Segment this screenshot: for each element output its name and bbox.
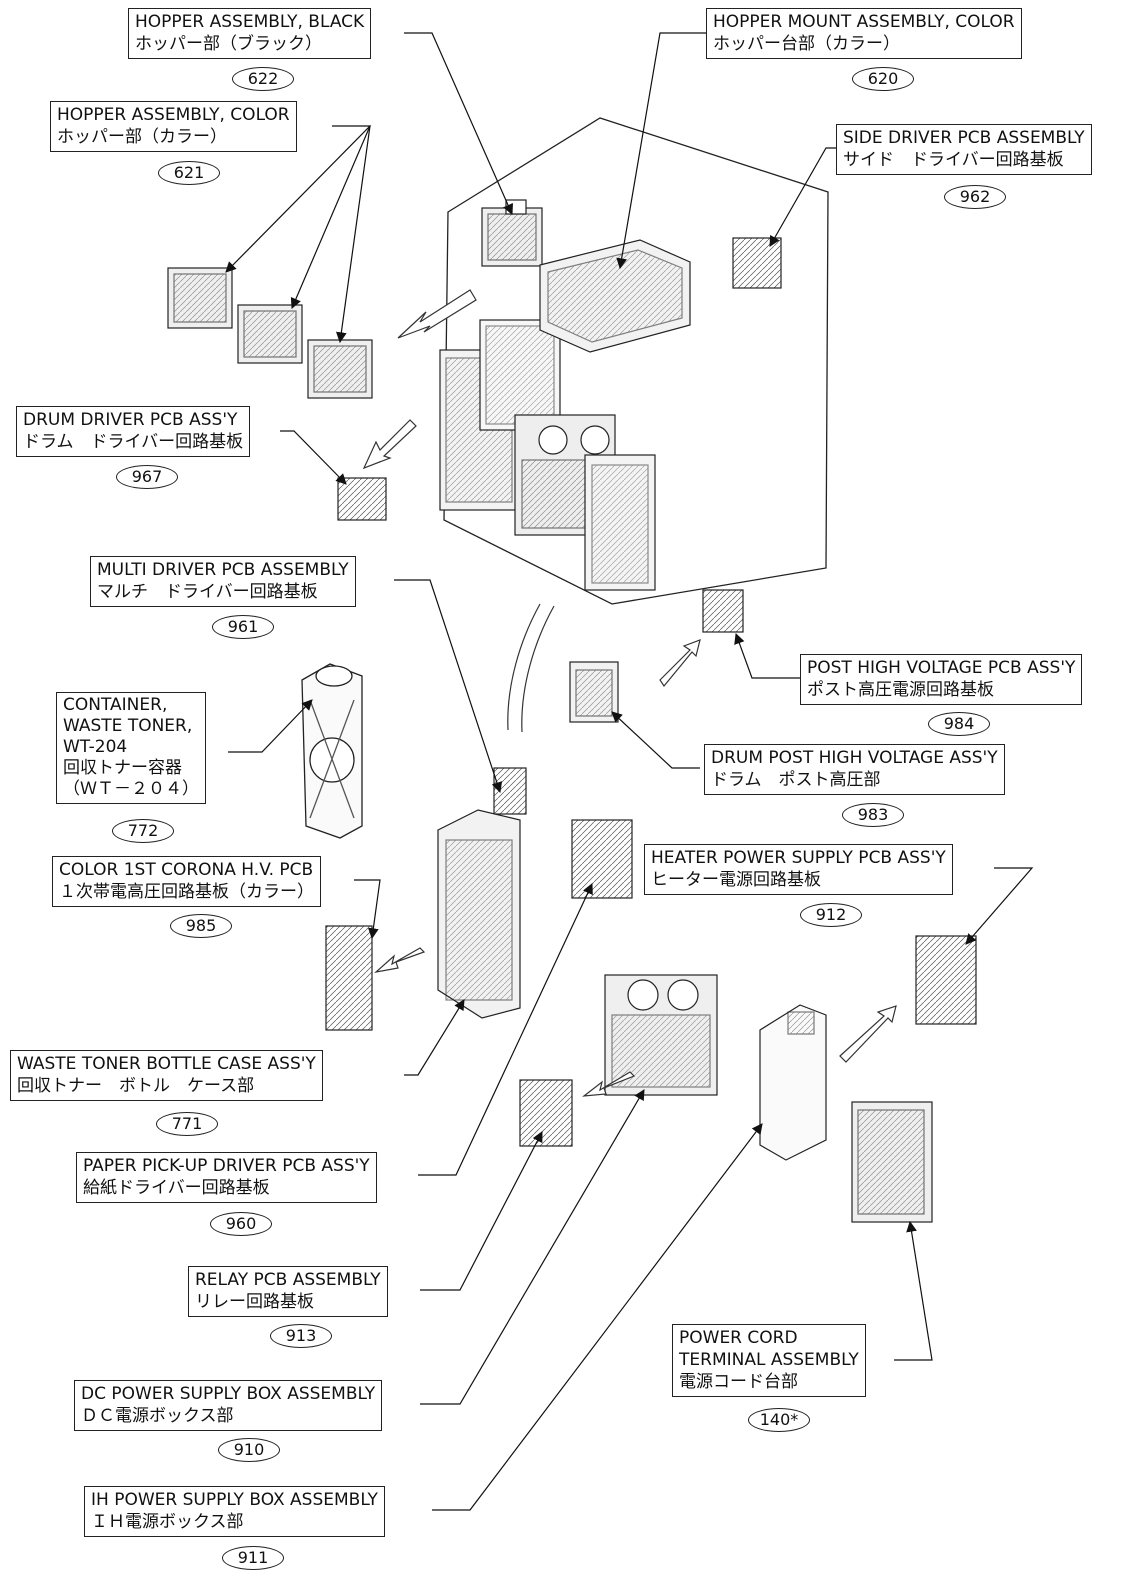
part-number-621: 621 xyxy=(158,161,220,185)
callout-waste-toner-bottle-case: WASTE TONER BOTTLE CASE ASS'Y 回収トナー ボトル … xyxy=(10,1050,323,1101)
part-number-910: 910 xyxy=(218,1438,280,1462)
callout-line: 電源コード台部 xyxy=(679,1372,798,1392)
drum-driver-pcb-part xyxy=(337,477,387,521)
part-number-622: 622 xyxy=(232,67,294,91)
callout-hopper-color: HOPPER ASSEMBLY, COLOR ホッパー部（カラー） xyxy=(50,101,297,152)
part-number-960: 960 xyxy=(210,1212,272,1236)
callout-line: HOPPER ASSEMBLY, BLACK xyxy=(135,12,365,32)
callout-line: DRUM DRIVER PCB ASS'Y xyxy=(23,410,238,430)
callout-line: HOPPER MOUNT ASSEMBLY, COLOR xyxy=(713,12,1015,32)
part-number-772: 772 xyxy=(112,819,174,843)
hopper-black-part xyxy=(481,199,543,267)
callout-line: POST HIGH VOLTAGE PCB ASS'Y xyxy=(807,658,1076,678)
callout-line: HOPPER ASSEMBLY, COLOR xyxy=(57,105,290,125)
callout-heater-power-supply-pcb: HEATER POWER SUPPLY PCB ASS'Y ヒーター電源回路基板 xyxy=(644,844,953,895)
callout-line: ホッパー部（カラー） xyxy=(57,127,227,147)
callout-drum-post-high-voltage: DRUM POST HIGH VOLTAGE ASS'Y ドラム ポスト高圧部 xyxy=(704,744,1005,795)
callout-line: 回収トナー ボトル ケース部 xyxy=(17,1076,255,1096)
callout-line: ドラム ポスト高圧部 xyxy=(711,770,881,790)
multi-driver-pcb-part xyxy=(493,767,527,815)
direction-arrows xyxy=(362,289,897,1097)
side-driver-pcb-part xyxy=(732,237,782,289)
callout-line: SIDE DRIVER PCB ASSEMBLY xyxy=(843,128,1085,148)
callout-relay-pcb: RELAY PCB ASSEMBLY リレー回路基板 xyxy=(188,1266,388,1317)
dc-power-box-part xyxy=(604,974,718,1096)
callout-line: ＤＣ電源ボックス部 xyxy=(81,1406,234,1426)
callout-hopper-black: HOPPER ASSEMBLY, BLACK ホッパー部（ブラック） xyxy=(128,8,372,59)
power-cord-terminal-part xyxy=(851,1101,933,1223)
callout-line: マルチ ドライバー回路基板 xyxy=(97,582,318,602)
callout-dc-power-supply-box: DC POWER SUPPLY BOX ASSEMBLY ＤＣ電源ボックス部 xyxy=(74,1380,383,1431)
curved-arrows xyxy=(507,603,555,733)
callout-ih-power-supply-box: IH POWER SUPPLY BOX ASSEMBLY ＩＨ電源ボックス部 xyxy=(84,1486,385,1537)
callout-line: リレー回路基板 xyxy=(195,1292,314,1312)
drum-post-hv-part xyxy=(569,661,619,723)
part-number-912: 912 xyxy=(800,903,862,927)
callout-line: PAPER PICK-UP DRIVER PCB ASS'Y xyxy=(83,1156,370,1176)
callout-line: 給紙ドライバー回路基板 xyxy=(83,1178,270,1198)
part-number-911: 911 xyxy=(222,1546,284,1570)
part-number-140: 140* xyxy=(748,1408,810,1432)
callout-waste-toner-container: CONTAINER, WASTE TONER, WT-204 回収トナー容器 （… xyxy=(56,692,206,804)
callout-side-driver-pcb: SIDE DRIVER PCB ASSEMBLY サイド ドライバー回路基板 xyxy=(836,124,1092,175)
callout-line: WASTE TONER, xyxy=(63,716,193,736)
ih-power-box-part xyxy=(759,1004,827,1161)
part-number-620: 620 xyxy=(852,67,914,91)
part-number-984: 984 xyxy=(928,712,990,736)
heater-pcb-part xyxy=(915,935,977,1025)
callout-line: ホッパー部（ブラック） xyxy=(135,34,322,54)
callout-color-1st-corona-pcb: COLOR 1ST CORONA H.V. PCB １次帯電高圧回路基板（カラー… xyxy=(52,856,321,907)
callout-line: WASTE TONER BOTTLE CASE ASS'Y xyxy=(17,1054,316,1074)
callout-line: DC POWER SUPPLY BOX ASSEMBLY xyxy=(81,1384,376,1404)
callout-drum-driver-pcb: DRUM DRIVER PCB ASS'Y ドラム ドライバー回路基板 xyxy=(16,406,251,457)
callout-line: POWER CORD xyxy=(679,1328,798,1348)
callout-line: RELAY PCB ASSEMBLY xyxy=(195,1270,381,1290)
callout-line: HEATER POWER SUPPLY PCB ASS'Y xyxy=(651,848,946,868)
callout-line: サイド ドライバー回路基板 xyxy=(843,150,1064,170)
callout-line: WT-204 xyxy=(63,737,128,757)
callout-power-cord-terminal: POWER CORD TERMINAL ASSEMBLY 電源コード台部 xyxy=(672,1324,866,1397)
part-number-985: 985 xyxy=(170,914,232,938)
callout-post-high-voltage-pcb: POST HIGH VOLTAGE PCB ASS'Y ポスト高圧電源回路基板 xyxy=(800,654,1083,705)
part-number-771: 771 xyxy=(156,1112,218,1136)
corona-pcb-part xyxy=(325,925,373,1031)
post-hv-pcb-part xyxy=(702,589,744,633)
hopper-color-parts xyxy=(167,267,373,399)
callout-multi-driver-pcb: MULTI DRIVER PCB ASSEMBLY マルチ ドライバー回路基板 xyxy=(90,556,356,607)
callout-line: TERMINAL ASSEMBLY xyxy=(679,1350,859,1370)
callout-line: DRUM POST HIGH VOLTAGE ASS'Y xyxy=(711,748,998,768)
waste-toner-container-part xyxy=(301,663,363,839)
callout-line: ドラム ドライバー回路基板 xyxy=(23,432,244,452)
callout-line: 回収トナー容器 xyxy=(63,758,182,778)
hopper-mount-part xyxy=(539,239,691,353)
callout-line: １次帯電高圧回路基板（カラー） xyxy=(59,882,314,902)
callout-paper-pickup-driver-pcb: PAPER PICK-UP DRIVER PCB ASS'Y 給紙ドライバー回路… xyxy=(76,1152,377,1203)
callout-line: ＩＨ電源ボックス部 xyxy=(91,1512,244,1532)
callout-line: ホッパー台部（カラー） xyxy=(713,34,900,54)
leader-lines xyxy=(225,32,1034,1511)
callout-line: ヒーター電源回路基板 xyxy=(651,870,821,890)
waste-toner-case-part xyxy=(437,809,521,1019)
main-frame xyxy=(439,319,656,591)
part-number-962: 962 xyxy=(944,185,1006,209)
callout-line: COLOR 1ST CORONA H.V. PCB xyxy=(59,860,314,880)
part-number-913: 913 xyxy=(270,1324,332,1348)
part-number-983: 983 xyxy=(842,803,904,827)
relay-pcb-part xyxy=(519,1079,573,1147)
callout-line: ポスト高圧電源回路基板 xyxy=(807,680,994,700)
callout-line: CONTAINER, xyxy=(63,695,168,715)
callout-hopper-mount-color: HOPPER MOUNT ASSEMBLY, COLOR ホッパー台部（カラー） xyxy=(706,8,1022,59)
paper-pickup-pcb-part xyxy=(571,819,633,899)
machine-outline xyxy=(443,117,829,605)
part-number-961: 961 xyxy=(212,615,274,639)
callout-line: MULTI DRIVER PCB ASSEMBLY xyxy=(97,560,349,580)
part-number-967: 967 xyxy=(116,465,178,489)
callout-line: IH POWER SUPPLY BOX ASSEMBLY xyxy=(91,1490,378,1510)
callout-line: （ＷＴ－２０４） xyxy=(63,779,199,799)
